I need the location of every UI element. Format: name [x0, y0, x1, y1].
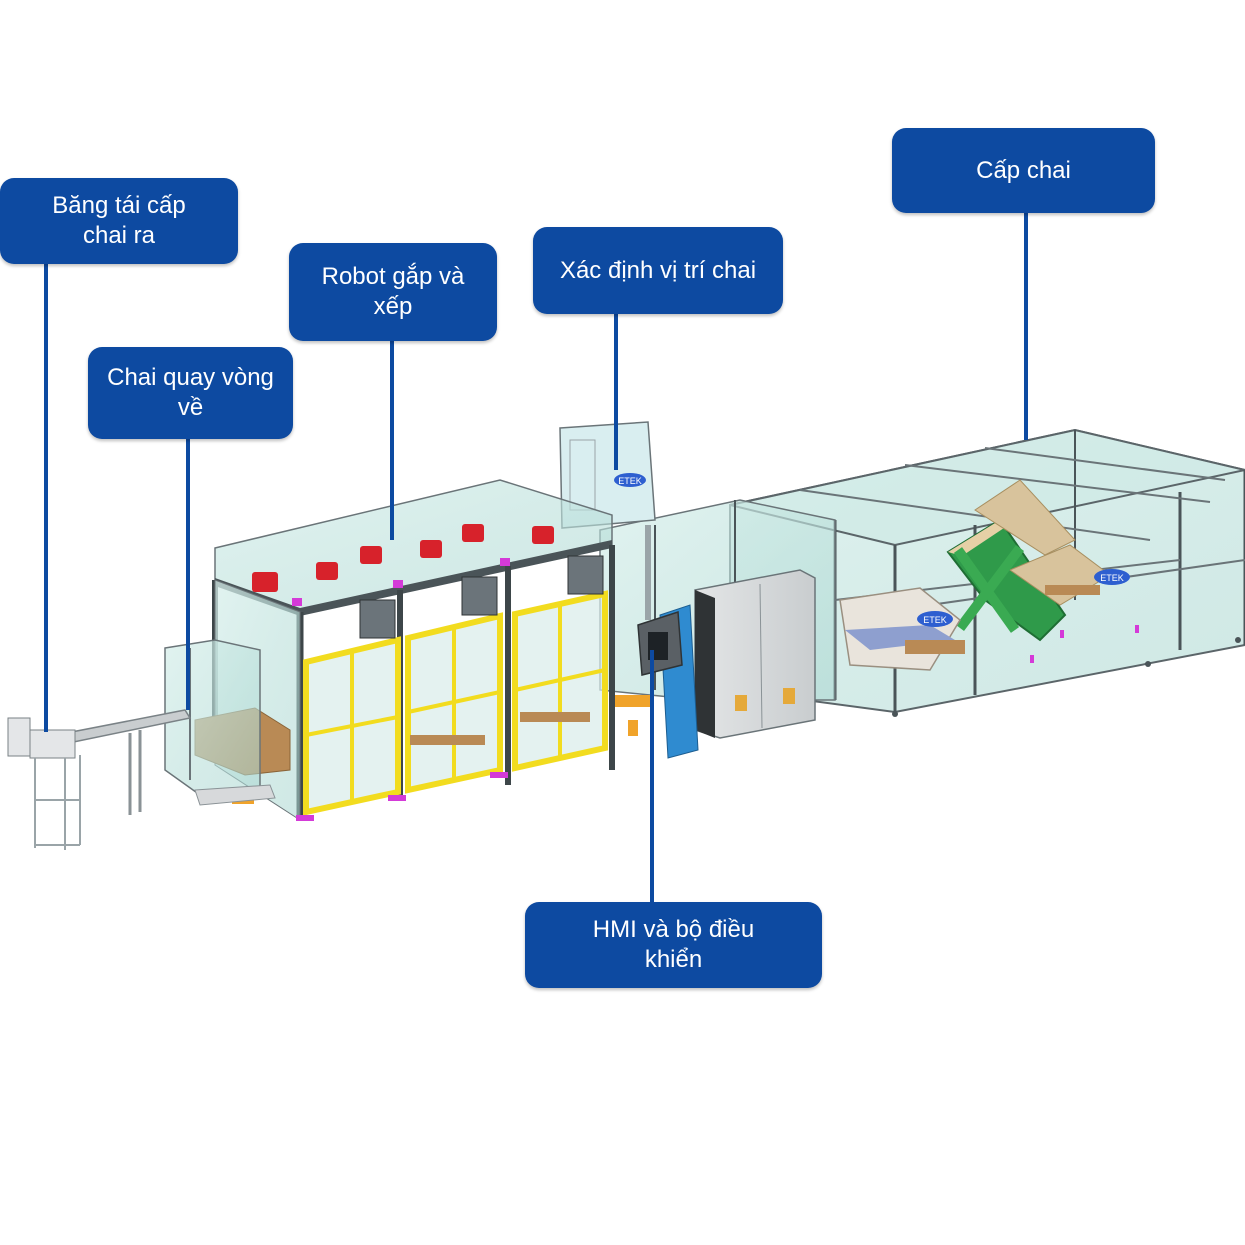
callout-robot: Robot gắp và xếp [289, 243, 497, 341]
robot-gripper [252, 562, 338, 592]
svg-text:ETEK: ETEK [618, 476, 642, 486]
leader-hmi [650, 650, 654, 904]
safety-door [512, 590, 608, 772]
output-conveyor [7, 709, 192, 850]
callout-text: HMI và bộ điều khiển [592, 916, 755, 973]
safety-door [303, 636, 401, 816]
svg-text:ETEK: ETEK [1100, 573, 1124, 583]
leader-output-conveyor [44, 262, 48, 732]
bottle-feeder-module: ETEK ETEK [729, 428, 1245, 717]
vision-tower: ETEK [559, 421, 656, 620]
leader-return-loop [186, 438, 190, 710]
electrical-cabinet [694, 569, 816, 739]
callout-text: Băng tái cấp chai ra [52, 192, 186, 249]
leader-bottle-feed [1024, 212, 1028, 440]
callout-output-conveyor: Băng tái cấp chai ra [0, 178, 238, 264]
svg-text:ETEK: ETEK [923, 615, 947, 625]
callout-text: Robot gắp và xếp [321, 263, 465, 320]
leader-position-detect [614, 312, 618, 470]
callout-text: Cấp chai [976, 156, 1071, 184]
robot-gripper [360, 540, 442, 564]
callout-position-detect: Xác định vị trí chai [533, 227, 783, 314]
leader-robot [390, 340, 394, 540]
callout-text: Chai quay vòng về [107, 364, 274, 421]
callout-text: Xác định vị trí chai [559, 256, 757, 284]
etek-badge: ETEK [1094, 569, 1130, 585]
safety-door [405, 612, 503, 794]
robot-gripper [462, 524, 554, 544]
etek-badge: ETEK [614, 473, 646, 487]
etek-badge: ETEK [917, 611, 953, 627]
callout-hmi: HMI và bộ điều khiển [525, 902, 822, 988]
bottle-return-loop [164, 639, 276, 806]
callout-return-loop: Chai quay vòng về [88, 347, 293, 439]
callout-bottle-feed: Cấp chai [892, 128, 1155, 213]
